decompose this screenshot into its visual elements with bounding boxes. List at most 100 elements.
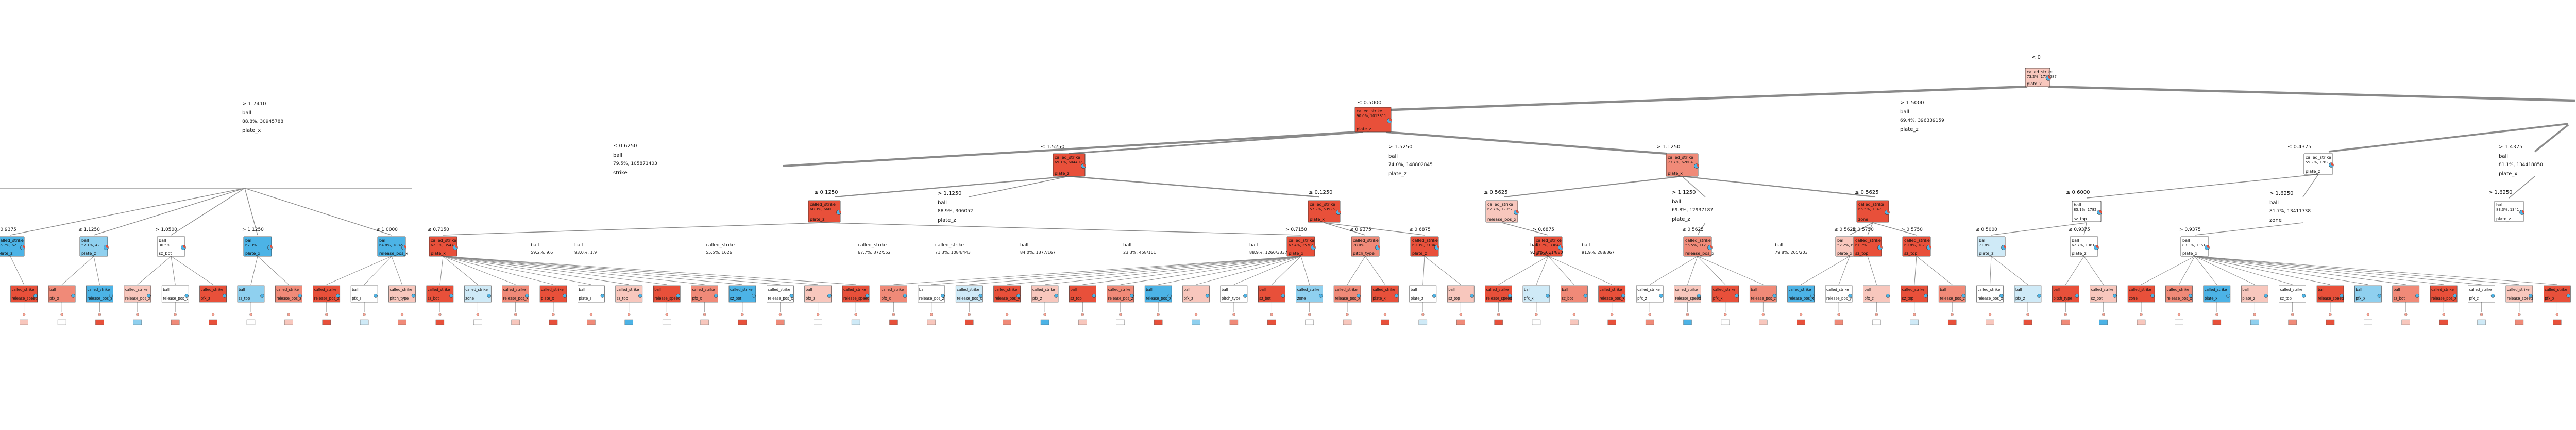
level2-node-2-class: called_strike	[1668, 155, 1693, 160]
leaf-node-6-feature: sz_top	[239, 296, 250, 301]
edge-l2-l3-1	[834, 175, 1070, 198]
level4-node-13-class: called_strike	[1904, 238, 1930, 243]
leaf-node-58-feature: plate_x	[2205, 296, 2217, 301]
leaf-node-56-feature: zone	[2129, 296, 2138, 301]
leaf-node-0-pie-icon	[33, 294, 38, 298]
level4-node-4-class-pie-slice	[404, 245, 406, 249]
leaf-stub-31-icon	[1194, 313, 1198, 316]
leaf-node-27-box	[1031, 285, 1059, 303]
leaf-node-32-class: ball	[1222, 288, 1228, 292]
side-leaf-6-stats: 23.3%, 458/161	[1123, 250, 1156, 255]
leaf-node-61-pie-icon	[2340, 294, 2344, 298]
terminal-leaf-18-box	[700, 319, 709, 325]
level4-node-2-class: ball	[159, 238, 166, 243]
edge-l4-l5-60	[2194, 256, 2293, 285]
leaf-node-3-pie-icon	[147, 294, 151, 298]
edge-l4-l5-36	[1365, 256, 1385, 285]
edge-l4-l5-18	[443, 256, 705, 285]
leaf-stub-42-icon	[1611, 313, 1614, 316]
level3-node-7-class: ball	[2074, 203, 2081, 207]
leaf-node-2-feature: release_pos_z	[87, 296, 112, 301]
leaf-node-39-feature: release_speed	[1486, 296, 1512, 301]
leaf-node-6-class: ball	[239, 288, 245, 292]
level4-node-10-stats: 55.5%, 112	[1685, 243, 1706, 247]
leaf-node-47-box	[1787, 285, 1815, 303]
leaf-node-67-pie-icon	[2566, 294, 2571, 298]
leaf-node-48-box	[1825, 285, 1853, 303]
edge-l4-l5-58	[2194, 256, 2217, 285]
edge-l4-l5-13	[443, 256, 516, 285]
edge-l3-l4-14	[1991, 222, 2087, 236]
terminal-leaf-59-box	[2250, 319, 2259, 325]
leaf-node-16-class: called_strike	[617, 288, 639, 292]
terminal-leaf-9	[360, 319, 369, 325]
edge-l4-l5-10	[391, 256, 402, 285]
leaf-node-0-box	[10, 285, 38, 303]
leaf-node-14-class: called_strike	[541, 288, 564, 292]
leaf-node-1-feature: pfx_x	[49, 296, 59, 301]
leaf-node-5-pie-icon	[222, 294, 227, 298]
leaf-node-30-class: ball	[1146, 288, 1153, 292]
leaf-node-33-pie-icon	[1281, 294, 1285, 298]
leaf-node-33-feature: sz_bot	[1259, 296, 1271, 301]
leaf-node-66-pie-icon	[2529, 294, 2533, 298]
leaf-node-11-box	[426, 285, 454, 303]
leaf-node-2-class: called_strike	[87, 288, 110, 292]
edge-l4-l5-23	[893, 256, 1301, 285]
level4-node-5-class: called_strike	[431, 238, 456, 243]
leaf-stub-39-icon	[1497, 313, 1500, 316]
leaf-node-57-box	[2165, 285, 2193, 303]
terminal-leaf-66-box	[2515, 319, 2524, 325]
level2-0-split: ≤ 0.6250	[613, 143, 637, 149]
terminal-leaf-33	[1267, 319, 1276, 325]
level4-node-7-class-pie-slice	[1378, 245, 1380, 249]
leaf-node-21-pie-icon	[827, 294, 832, 298]
leaf-node-62-pie-icon	[2377, 294, 2382, 298]
level4-node-16-class: ball	[2182, 238, 2190, 243]
leaf-node-56-class: called_strike	[2129, 288, 2151, 292]
edge-l3-l4-10	[1697, 222, 1706, 236]
edge-l3-l4-9	[1501, 222, 1549, 236]
leaf-node-7-box	[275, 285, 302, 303]
leaf-node-35-pie-icon	[1357, 294, 1361, 298]
leaf-node-2-pie-icon	[109, 294, 113, 298]
terminal-leaf-36-box	[1381, 319, 1389, 325]
leaf-node-52-pie-icon	[1999, 294, 2004, 298]
terminal-leaf-50-box	[1910, 319, 1919, 325]
terminal-leaf-55	[2099, 319, 2108, 325]
edge-l4-l5-54	[2065, 256, 2084, 285]
level4-node-9-class: called_strike	[1536, 238, 1562, 243]
terminal-leaf-31-box	[1192, 319, 1200, 325]
leaf-node-55-class: called_strike	[2091, 288, 2114, 292]
leaf-node-31-pie-icon	[1205, 294, 1210, 298]
level4-node-11-class: ball	[1837, 238, 1844, 243]
leaf-node-52-class: called_strike	[1978, 288, 2001, 292]
edge-l3-l4-16	[2194, 222, 2303, 236]
level3-9-split: > 1.6250	[2488, 190, 2513, 195]
level2-mid-feature: plate_z	[1388, 171, 1407, 177]
leaf-node-53-box	[2014, 285, 2042, 303]
edge-l1-l2-1	[1069, 131, 1363, 155]
leaf-node-64-class: called_strike	[2431, 288, 2454, 292]
leaf-node-39-pie-icon	[1507, 294, 1512, 298]
edge-l2-l3-5	[1682, 176, 1706, 197]
terminal-leaf-53	[2023, 319, 2032, 325]
terminal-leaf-44-box	[1683, 319, 1692, 325]
terminal-leaf-45-box	[1721, 319, 1730, 325]
terminal-leaf-14	[549, 319, 558, 325]
terminal-leaf-49-box	[1872, 319, 1881, 325]
leaf-node-55-pie-icon	[2112, 294, 2117, 298]
level2-0-feature: strike	[613, 170, 628, 176]
edge-l4-l5-3	[137, 256, 172, 285]
terminal-leaf-37-box	[1418, 319, 1428, 325]
leaf-stub-12-icon	[476, 313, 479, 316]
leaf-stub-7-icon	[287, 313, 290, 316]
